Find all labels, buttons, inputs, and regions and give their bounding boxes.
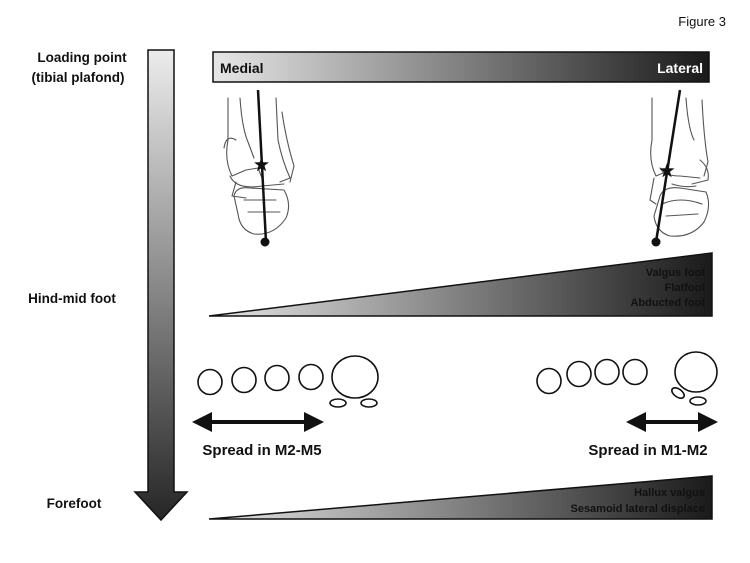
right-spread-caption: Spread in M1-M2 [588,442,707,459]
metatarsal-head-m5-right [536,367,562,395]
metatarsal-heads-right [536,351,718,406]
forefoot-label-hallux-valgus: Hallux valgus [634,487,705,499]
metatarsal-head-m1-right [674,351,718,393]
sesamoid-medial-right [689,396,707,406]
axis-label-loading-point: Loading point [37,50,127,65]
metatarsal-head-m3 [264,364,290,392]
sesamoid-medial [360,398,378,408]
lateral-label: Lateral [657,60,703,76]
medial-load-point-star-icon [254,157,269,172]
medial-heel-contact-dot [260,237,270,247]
lateral-heel-contact-dot [651,237,661,247]
lateral-ankle-sketch [649,97,710,237]
metatarsal-head-m3-right [594,358,620,386]
medial-ankle-sketch [223,97,295,235]
lateral-load-point-star-icon [659,163,675,178]
hindfoot-label-abducted-foot: Abducted foot [630,297,705,309]
axis-label-tibial-plafond: (tibial plafond) [32,70,125,85]
proximal-distal-gradient-arrow [133,49,189,522]
axis-label-forefoot: Forefoot [47,496,102,511]
forefoot-label-sesamoid: Sesamoid lateral displace [570,503,705,515]
left-spread-double-arrow [192,412,324,432]
hindfoot-label-valgus-foot: Valgus foot [646,267,706,279]
hindfoot-gradient-wedge [208,252,713,317]
sesamoid-lateral-right [671,387,685,399]
hindfoot-label-flatfoot: Flatfoot [665,282,706,294]
axis-label-hind-mid-foot: Hind-mid foot [28,291,116,306]
right-spread-double-arrow [626,412,718,432]
metatarsal-head-m4 [231,366,257,394]
loading-point-gradient-bar [212,51,710,83]
metatarsal-head-m5 [197,368,223,396]
figure-number: Figure 3 [678,14,726,29]
forefoot-gradient-wedge [208,475,713,520]
left-spread-caption: Spread in M2-M5 [202,442,321,459]
metatarsal-head-m1 [331,355,379,399]
metatarsal-heads-left [197,355,379,408]
metatarsal-head-m2 [298,363,324,391]
medial-label: Medial [220,60,264,76]
sesamoid-lateral [329,398,347,408]
metatarsal-head-m2-right [622,358,648,386]
metatarsal-head-m4-right [566,360,592,388]
